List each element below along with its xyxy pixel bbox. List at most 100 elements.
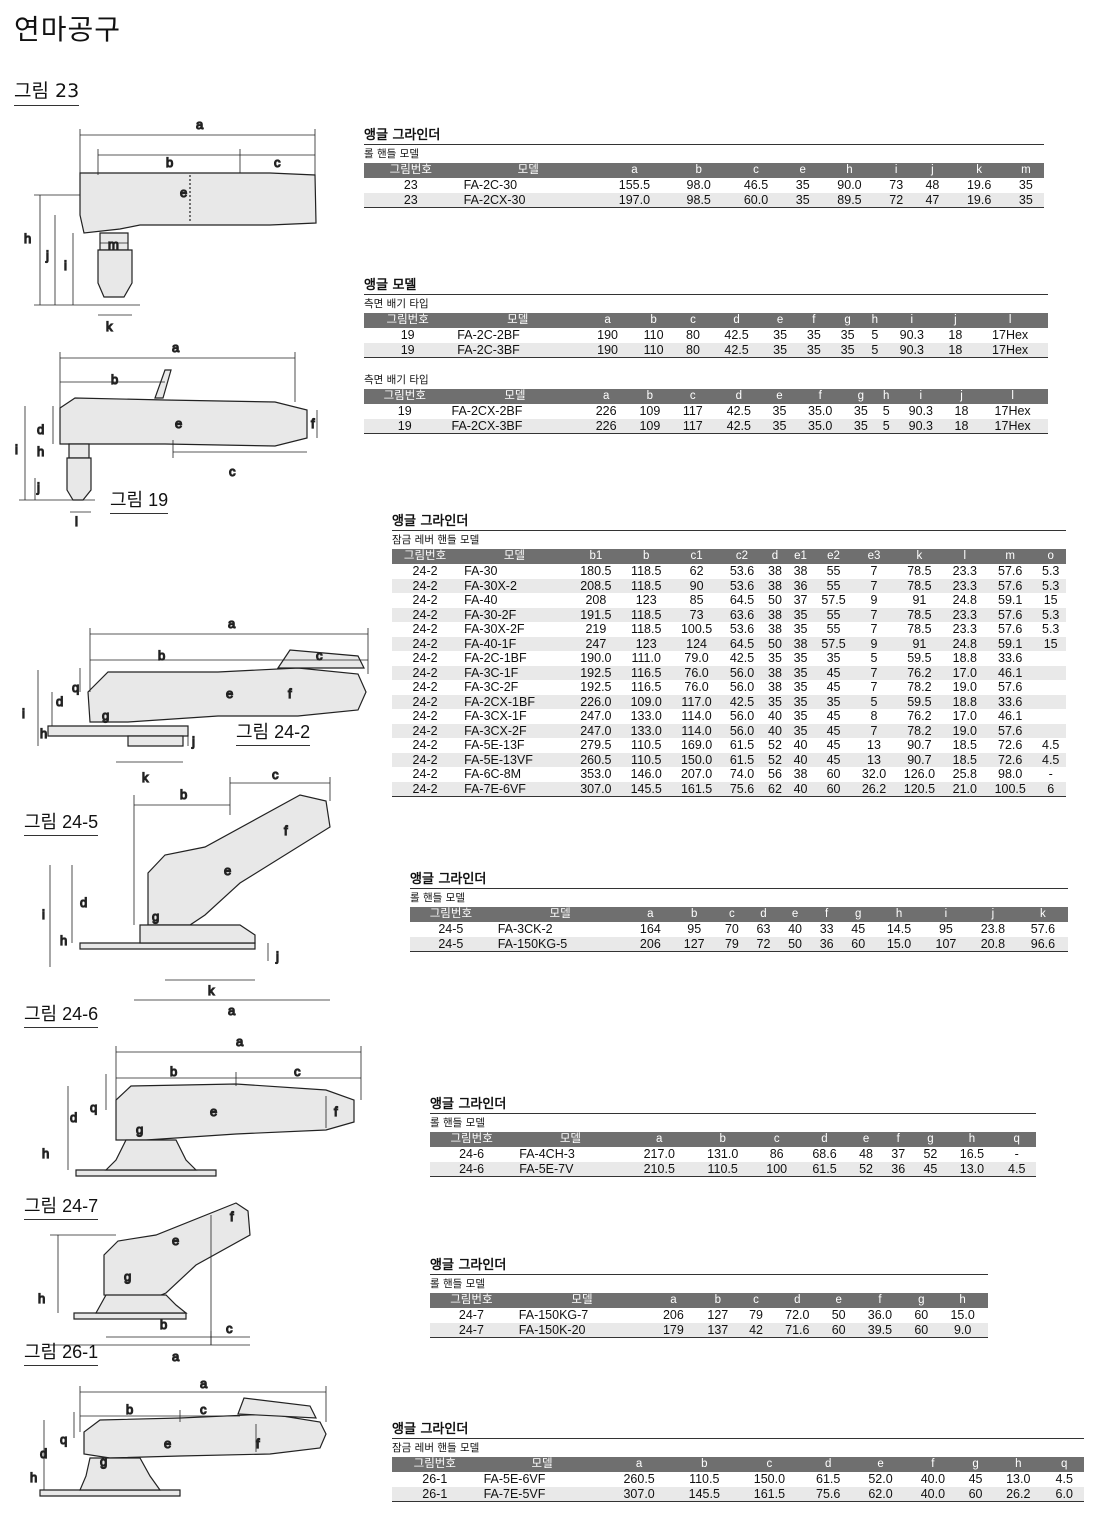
figure-number-cell: 24-6 [430,1161,514,1177]
column-header: a [584,389,629,404]
column-header: b [695,1293,741,1308]
dimension-cell: 38 [793,564,808,578]
column-header: c [736,1457,802,1472]
dimension-cell: 38 [762,665,788,680]
dimension-cell: 42.5 [726,404,751,418]
dimension-cell: 127 [707,1308,729,1322]
dimension-cell: 68.6 [812,1147,837,1161]
figure-number-cell: 24-2 [412,767,438,781]
dimension-cell: 90.3 [895,418,946,434]
dim-label-j: j [45,248,49,263]
dimension-cell: 33 [819,922,834,936]
column-header: l [944,549,986,564]
dimension-cell: 85 [689,593,704,607]
model-cell: FA-2C-3BF [451,342,585,358]
dimension-cell: 72 [747,936,780,952]
column-header: c [740,1293,773,1308]
column-header: e [763,389,796,404]
dim-label-h: h [37,444,44,459]
dim-label-b: b [170,1064,177,1079]
dimension-cell: 40.0 [906,1486,960,1502]
dimension-cell: 190.0 [580,651,612,665]
column-header: k [950,163,1008,178]
dimension-cell: 5 [871,328,879,342]
column-header: g [845,389,877,404]
dimension-cell: 52 [923,1147,938,1161]
table-subtitle: 롤 핸들 모델 [364,148,419,160]
dimension-cell: 35.0 [795,418,846,434]
dim-label-i: i [42,907,45,922]
figure-number-cell: 19 [364,342,452,358]
dim-label-k: k [142,770,149,785]
dim-label-f: f [230,1209,234,1224]
column-header: 그림번호 [392,1457,478,1472]
dimension-cell: 72.0 [785,1308,810,1322]
figure-number-cell: 24-2 [392,607,459,622]
column-header: f [797,313,831,328]
dim-label-i: i [22,706,25,721]
column-header: d [772,1293,823,1308]
figure-number-cell: 23 [364,192,458,208]
figure-number-cell: 24-2 [412,680,438,694]
dim-label-a: a [228,616,236,631]
column-header: i [924,907,968,922]
dimension-cell: 56 [768,767,782,781]
dim-label-c: c [274,155,281,170]
model-cell: FA-5E-7V [513,1161,628,1177]
dimension-cell [1035,665,1066,680]
dimension-cell: 9 [853,636,895,651]
dimension-cell: 53.6 [729,564,755,578]
column-header: a [651,1293,696,1308]
dim-label-e: e [172,1233,179,1248]
model-cell: FA-30X-2 [458,578,571,593]
model-cell: FA-30X-2F [464,622,525,636]
dimension-cell: 57.6 [985,578,1036,593]
dimension-cell: 60 [813,781,854,797]
dimension-cell: 46.1 [985,665,1036,680]
dim-label-h: h [40,726,47,741]
dimension-cell: 18 [948,328,963,342]
dim-label-c: c [316,648,323,663]
dimension-cell: 118.5 [631,564,662,578]
dimension-cell: 5 [876,418,896,434]
dimension-cell: 63.6 [721,607,763,622]
dimension-cell: 17.0 [944,665,986,680]
column-header: b [671,1457,737,1472]
figure-number-cell: 24-6 [459,1147,485,1161]
table-subtitle: 잠금 레버 핸들 모델 [392,1442,480,1454]
dimension-cell: 145.5 [671,1486,737,1502]
dimension-cell: 52 [849,1161,883,1177]
dim-label-e: e [210,1104,217,1119]
figure-caption-26-1: 그림 26-1 [24,1338,99,1366]
column-header: e [849,1132,883,1147]
dimension-cell: 98.0 [686,178,711,192]
dimension-cell: 127 [672,936,717,952]
table-subtitle: 잠금 레버 핸들 모델 [392,534,480,546]
dim-label-a: a [172,1349,180,1364]
model-cell: FA-3C-2F [464,680,519,694]
dim-label-b: b [180,787,187,802]
dimension-cell: 33.6 [998,651,1023,665]
model-cell: FA-3C-1F [458,665,571,680]
figure-number-cell: 24-7 [458,1308,484,1322]
dimension-cell: 110.5 [690,1161,755,1177]
dimension-cell: 60.0 [727,192,785,208]
dim-label-b: b [160,1317,167,1332]
dimension-cell: 72 [878,192,915,208]
dimension-cell: 6 [1035,781,1066,797]
dimension-cell: 150.0 [671,752,722,767]
column-header: g [959,1457,993,1472]
dimension-cell: 57.6 [998,622,1023,636]
dimension-cell: 4.5 [997,1161,1036,1177]
dimension-cell: 5.3 [1042,622,1060,636]
column-header: i [895,389,946,404]
drawing-fig24-2: a b c e f q d i g h j k [18,612,378,787]
column-header: e1 [787,549,814,564]
dimension-cell: 38 [768,622,782,636]
dim-label-a: a [200,1376,208,1391]
dimension-cell: 55 [826,564,841,578]
